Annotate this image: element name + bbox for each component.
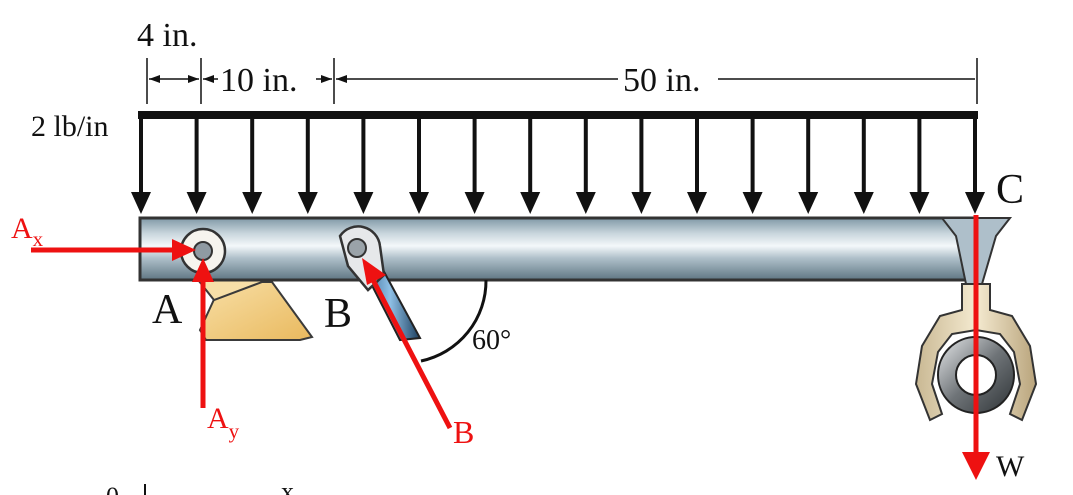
force-ay-head bbox=[192, 258, 214, 282]
force-w bbox=[962, 215, 990, 480]
beam bbox=[138, 216, 974, 282]
load-arrow-head bbox=[242, 192, 263, 214]
axis-x-label: x bbox=[281, 477, 294, 495]
load-arrow-head bbox=[297, 192, 318, 214]
load-arrow-head bbox=[853, 192, 874, 214]
axis-zero-label: 0 bbox=[106, 482, 119, 495]
load-intensity-label: 2 lb/in bbox=[31, 110, 109, 143]
distributed-load bbox=[131, 111, 985, 214]
clamp-jaws bbox=[914, 283, 1038, 422]
dimension-lines bbox=[146, 58, 978, 104]
load-arrow-head bbox=[742, 192, 763, 214]
load-arrow-head bbox=[186, 192, 207, 214]
force-b bbox=[362, 258, 453, 430]
load-arrow-head bbox=[631, 192, 652, 214]
axes-fragment: 0 x bbox=[106, 477, 294, 495]
pin-b-bolt bbox=[347, 238, 367, 258]
force-ay-label: Ay bbox=[207, 402, 240, 443]
dim-label-50: 50 in. bbox=[623, 62, 700, 99]
angle-arc bbox=[420, 279, 488, 363]
force-ax bbox=[31, 239, 196, 261]
angle-label: 60° bbox=[472, 325, 511, 356]
dim-arrowhead bbox=[188, 75, 199, 83]
force-ax-head bbox=[172, 239, 196, 261]
force-b-shaft bbox=[369, 276, 453, 430]
load-top-bar bbox=[138, 111, 978, 119]
dim-arrowhead bbox=[149, 75, 160, 83]
load-arrow-head bbox=[409, 192, 429, 214]
dim-arrowhead bbox=[321, 75, 332, 83]
load-arrow-head bbox=[798, 192, 819, 214]
load-arrow-head bbox=[520, 192, 541, 214]
force-ay bbox=[192, 258, 214, 408]
dim-arrowhead bbox=[336, 75, 347, 83]
force-b-label: B bbox=[453, 414, 474, 450]
point-c-label: C bbox=[996, 167, 1024, 213]
point-a-label: A bbox=[152, 287, 183, 333]
dim-label-4: 4 in. bbox=[137, 17, 197, 54]
force-w-head bbox=[962, 452, 990, 480]
load-arrow-head bbox=[464, 192, 485, 214]
force-w-label: W bbox=[996, 450, 1025, 483]
dim-label-10: 10 in. bbox=[220, 62, 297, 99]
load-arrows bbox=[131, 118, 985, 214]
load-arrow-head bbox=[575, 192, 596, 214]
force-ax-label: Ax bbox=[11, 212, 44, 251]
load-arrow-head bbox=[965, 192, 985, 214]
load-arrow-head bbox=[353, 192, 374, 214]
dim-arrowhead bbox=[203, 75, 214, 83]
point-b-label: B bbox=[324, 291, 352, 337]
load-arrow-head bbox=[687, 192, 707, 214]
pin-a-bolt bbox=[193, 241, 213, 261]
load-arrow-head bbox=[909, 192, 930, 214]
force-b-head bbox=[362, 258, 386, 285]
support-bracket bbox=[198, 281, 314, 341]
load-arrow-head bbox=[131, 192, 151, 214]
